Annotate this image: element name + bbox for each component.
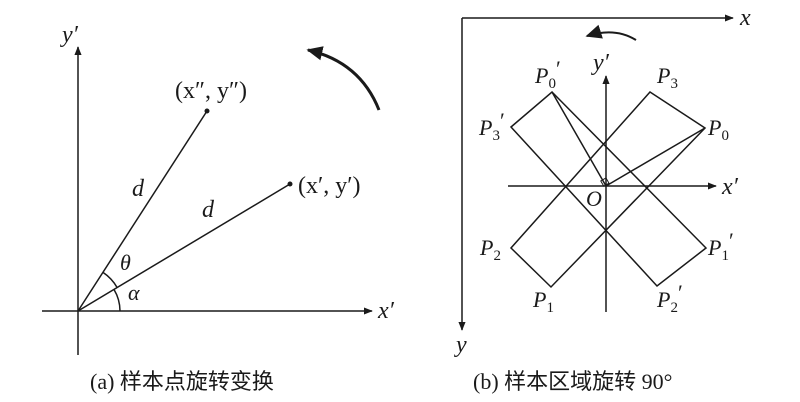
panel-a: y′ x′ (x″, y″) (x′, y′) d d θ α (a) 样本点旋… (42, 22, 395, 394)
x-prime-axis-label: x′ (377, 298, 395, 324)
alpha-arc (113, 289, 121, 312)
theta-arc (102, 271, 118, 288)
original-point-label: (x′, y′) (298, 173, 360, 199)
x-axis-label: x (739, 5, 751, 31)
p2-prime-label: P2′ (656, 280, 683, 316)
y-prime-axis-label: y′ (591, 50, 610, 76)
x-prime-axis-label: x′ (721, 174, 739, 200)
theta-label: θ (120, 250, 131, 275)
panel-b: x y y′ x′ O P0′ P3 P3′ P0 P2 P1′ P1 P2′ … (454, 5, 751, 394)
panel-a-caption: (a) 样本点旋转变换 (90, 369, 274, 394)
p1-prime-label: P1′ (707, 228, 734, 264)
p0-to-origin-line (605, 127, 706, 187)
origin-label: O (586, 186, 602, 211)
distance-label-lower: d (202, 197, 215, 223)
y-axis-label: y (454, 332, 467, 358)
rotated-region-rectangle (509, 90, 708, 288)
y-prime-axis-label: y′ (60, 22, 79, 48)
rotated-point-label: (x″, y″) (175, 78, 247, 104)
p3-prime-label: P3′ (478, 108, 505, 144)
rotation-direction-arrow (585, 24, 637, 41)
rotated-point-dot (204, 108, 210, 114)
p0-prime-label: P0′ (534, 56, 561, 92)
original-point-dot (287, 181, 293, 187)
vector-to-rotated-point (77, 110, 208, 312)
p1-label: P1 (532, 287, 554, 316)
right-angle-marker (600, 177, 610, 187)
alpha-label: α (128, 280, 140, 305)
distance-label-upper: d (132, 176, 145, 202)
p3-label: P3 (656, 63, 678, 92)
rotation-direction-arrow (306, 46, 381, 111)
vector-to-original-point (77, 183, 291, 312)
p2-label: P2 (479, 235, 501, 264)
p0-label: P0 (707, 115, 729, 144)
original-region-rectangle (509, 91, 707, 289)
panel-b-caption: (b) 样本区域旋转 90° (473, 369, 672, 394)
p0-prime-to-origin-line (551, 91, 607, 187)
